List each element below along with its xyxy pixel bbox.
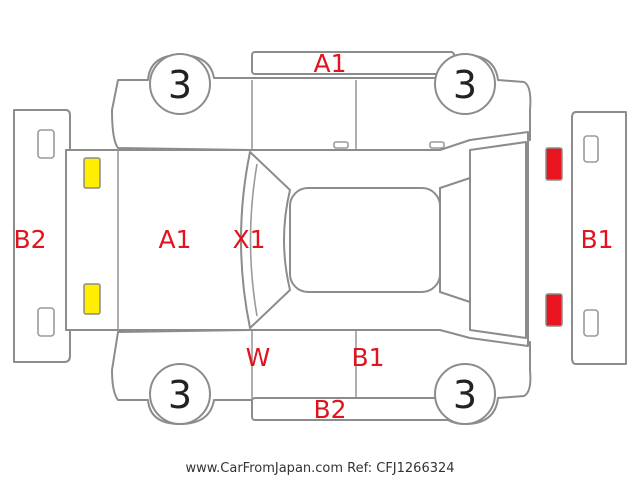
front-bumper <box>13 109 71 363</box>
roof-strip-bottom <box>251 397 455 421</box>
rear-bumper-code: B1 <box>580 225 613 254</box>
rear-bumper <box>571 111 627 365</box>
wheel-rear-left-grade: 3 <box>453 63 477 107</box>
front-left-light-marker <box>83 157 101 189</box>
bottom-door-code: B1 <box>351 343 384 372</box>
front-right-light-marker <box>83 283 101 315</box>
wheel-rear-left: 3 <box>434 53 496 115</box>
footer-reference: www.CarFromJapan.com Ref: CFJ1266324 <box>185 461 454 476</box>
wheel-front-right: 3 <box>149 363 211 425</box>
bottom-w-code: W <box>246 343 271 372</box>
rear-right-light-marker <box>545 293 563 327</box>
front-bumper-code: B2 <box>13 225 46 254</box>
rear-left-light-marker <box>545 147 563 181</box>
bottom-sill-code: B2 <box>313 395 346 424</box>
cabin-roof <box>289 187 441 293</box>
rear-window <box>439 141 527 339</box>
hood-code: A1 <box>158 225 191 254</box>
windshield-code: X1 <box>232 225 265 254</box>
wheel-rear-right: 3 <box>434 363 496 425</box>
roof-top-code: A1 <box>313 49 346 78</box>
windshield <box>240 151 291 329</box>
wheel-front-left-grade: 3 <box>168 63 192 107</box>
wheel-front-right-grade: 3 <box>168 373 192 417</box>
wheel-rear-right-grade: 3 <box>453 373 477 417</box>
roof-strip-top <box>251 51 455 75</box>
wheel-front-left: 3 <box>149 53 211 115</box>
